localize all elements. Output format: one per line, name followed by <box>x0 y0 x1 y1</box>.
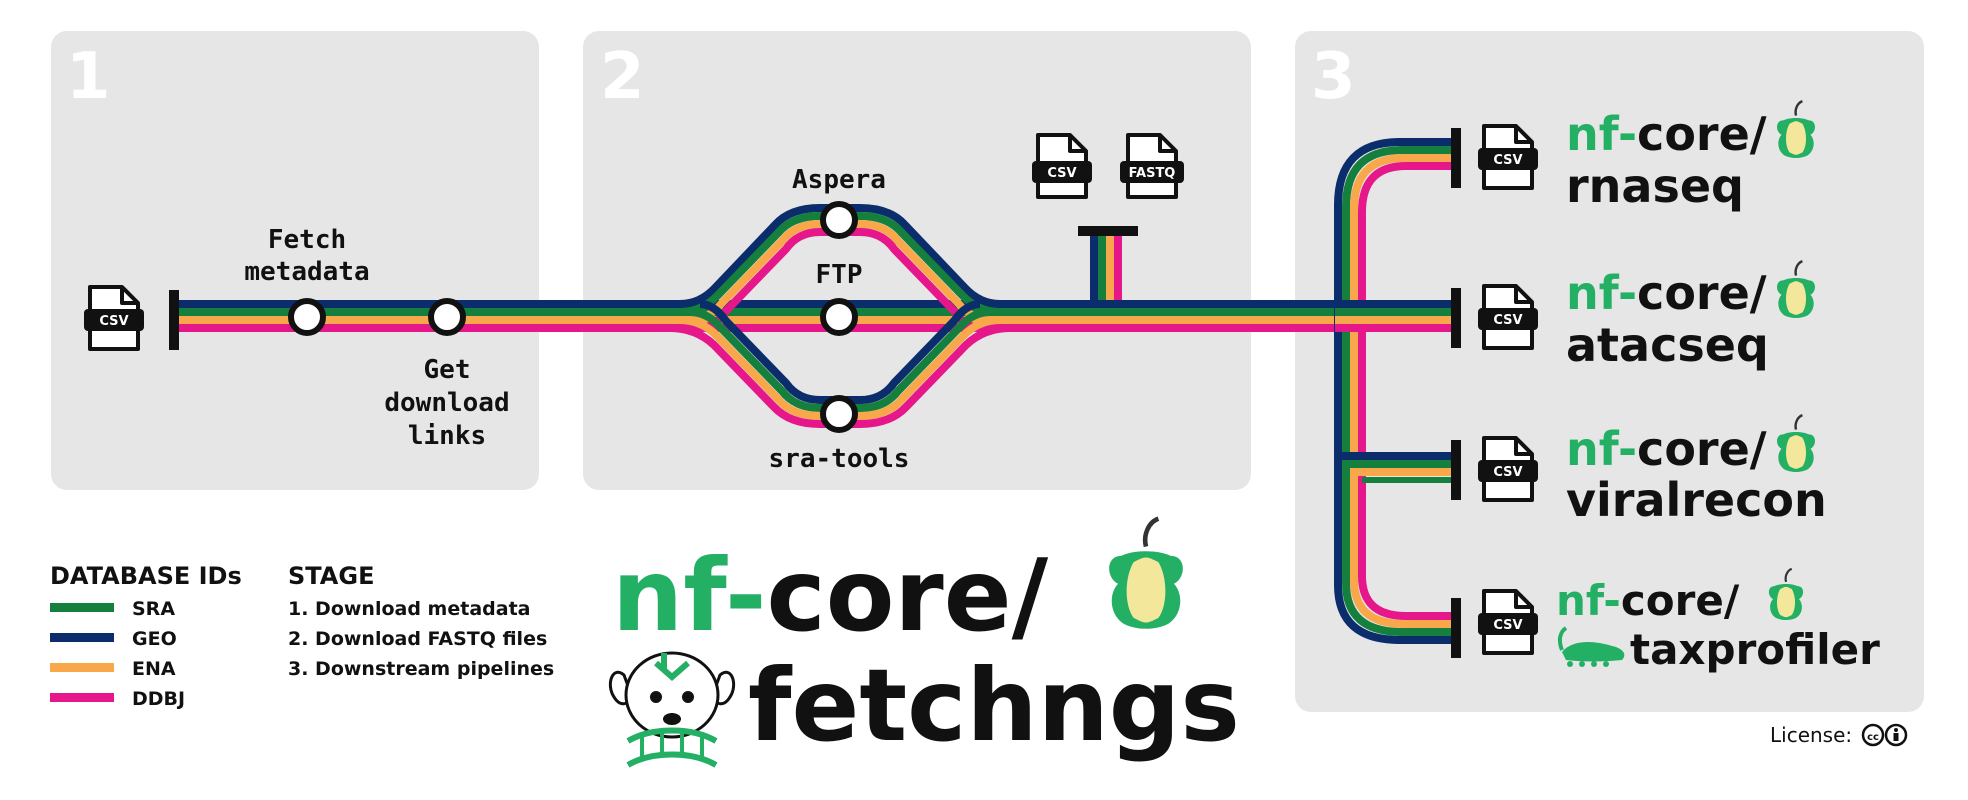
fastq-output-icon: FASTQ <box>1120 133 1184 199</box>
main-title: nf-core/ fetchngs <box>608 519 1240 768</box>
ftp-label: FTP <box>816 260 863 290</box>
csv-input-icon: CSV <box>84 285 144 351</box>
panel-1-number: 1 <box>66 40 111 114</box>
legend-stage-3: 3. Downstream pipelines <box>288 658 554 680</box>
station-ftp <box>820 298 858 336</box>
svg-text:cc: cc <box>1867 732 1879 743</box>
legend-swatch-sra <box>50 603 114 612</box>
line-ddbj-branch <box>1358 162 1455 620</box>
pipeline-atacseq: nf-core/ atacseq <box>1566 260 1817 372</box>
rnaseq-csv-label: CSV <box>1493 153 1522 168</box>
legend-swatch-ena <box>50 663 114 672</box>
get-label-3: links <box>408 421 486 451</box>
fastq-output-label: FASTQ <box>1129 166 1176 181</box>
rnaseq-title: nf-core/ <box>1566 107 1767 161</box>
line-sra-branch <box>1342 146 1455 636</box>
legend-geo-label: GEO <box>132 628 177 650</box>
viralrecon-csv-label: CSV <box>1493 465 1522 480</box>
viralrecon-csv-icon: CSV <box>1478 436 1538 502</box>
title-nf-core: nf-core/ <box>612 537 1049 654</box>
panel-2-number: 2 <box>600 40 645 114</box>
get-label-2: download <box>384 388 509 418</box>
taxprofiler-terminus <box>1451 598 1461 658</box>
legend-stage-2: 2. Download FASTQ files <box>288 628 547 650</box>
stub-terminus <box>1078 226 1138 236</box>
lizard-icon <box>1557 626 1625 667</box>
taxprofiler-csv-icon: CSV <box>1478 589 1538 655</box>
legend-stage-1: 1. Download metadata <box>288 598 530 620</box>
panel-1 <box>51 31 539 490</box>
legend-sra-label: SRA <box>132 598 175 620</box>
line-ena-branch <box>1350 154 1455 628</box>
taxprofiler-title: nf-core/ <box>1556 576 1740 625</box>
fetch-label-2: metadata <box>244 257 369 287</box>
station-get-download-links <box>428 298 466 336</box>
atacseq-csv-icon: CSV <box>1478 284 1538 350</box>
get-label-1: Get <box>424 355 471 385</box>
csv-input-label: CSV <box>99 314 128 329</box>
dog-mascot-icon <box>608 651 736 768</box>
sratools-label: sra-tools <box>769 444 910 474</box>
legend-swatch-geo <box>50 633 114 642</box>
legend-database: DATABASE IDs SRA GEO ENA DDBJ <box>50 562 242 710</box>
pipeline-taxprofiler: nf-core/ taxprofiler <box>1556 567 1880 674</box>
pipeline-viralrecon: nf-core/ viralrecon <box>1566 414 1827 527</box>
aspera-label: Aspera <box>792 165 886 195</box>
viralrecon-name: viralrecon <box>1566 473 1827 527</box>
license-label: License: <box>1770 723 1852 747</box>
cc-icon: cc <box>1861 723 1885 747</box>
start-terminus <box>169 290 179 350</box>
legend-stage-title: STAGE <box>288 562 374 590</box>
station-sratools <box>820 395 858 433</box>
license: License: cc <box>1770 723 1908 747</box>
atacseq-title: nf-core/ <box>1566 266 1767 320</box>
rnaseq-csv-icon: CSV <box>1478 124 1538 190</box>
title-fetchngs: fetchngs <box>748 647 1240 764</box>
taxprofiler-csv-label: CSV <box>1493 618 1522 633</box>
legend-db-title: DATABASE IDs <box>50 562 242 590</box>
station-aspera <box>820 201 858 239</box>
stations <box>288 201 858 433</box>
csv-output-label: CSV <box>1047 166 1076 181</box>
atacseq-terminus <box>1451 288 1461 348</box>
panel-3 <box>1295 31 1924 712</box>
atacseq-name: atacseq <box>1566 318 1769 372</box>
apple-icon <box>1109 519 1183 629</box>
rnaseq-terminus <box>1451 128 1461 188</box>
legend-ddbj-label: DDBJ <box>132 688 185 710</box>
legend-stage: STAGE 1. Download metadata 2. Download F… <box>288 562 554 680</box>
viralrecon-title: nf-core/ <box>1566 422 1767 476</box>
line-geo-branch <box>1334 138 1455 644</box>
viralrecon-terminus <box>1451 440 1461 500</box>
pipeline-rnaseq: nf-core/ rnaseq <box>1566 99 1817 213</box>
csv-output-icon: CSV <box>1032 133 1092 199</box>
by-icon <box>1884 723 1908 747</box>
legend-ena-label: ENA <box>132 658 176 680</box>
taxprofiler-name: taxprofiler <box>1630 625 1880 674</box>
atacseq-csv-label: CSV <box>1493 313 1522 328</box>
station-fetch-metadata <box>288 298 326 336</box>
panel-3-number: 3 <box>1311 40 1356 114</box>
fetch-label-1: Fetch <box>268 225 346 255</box>
rnaseq-name: rnaseq <box>1566 159 1744 213</box>
legend-swatch-ddbj <box>50 693 114 702</box>
